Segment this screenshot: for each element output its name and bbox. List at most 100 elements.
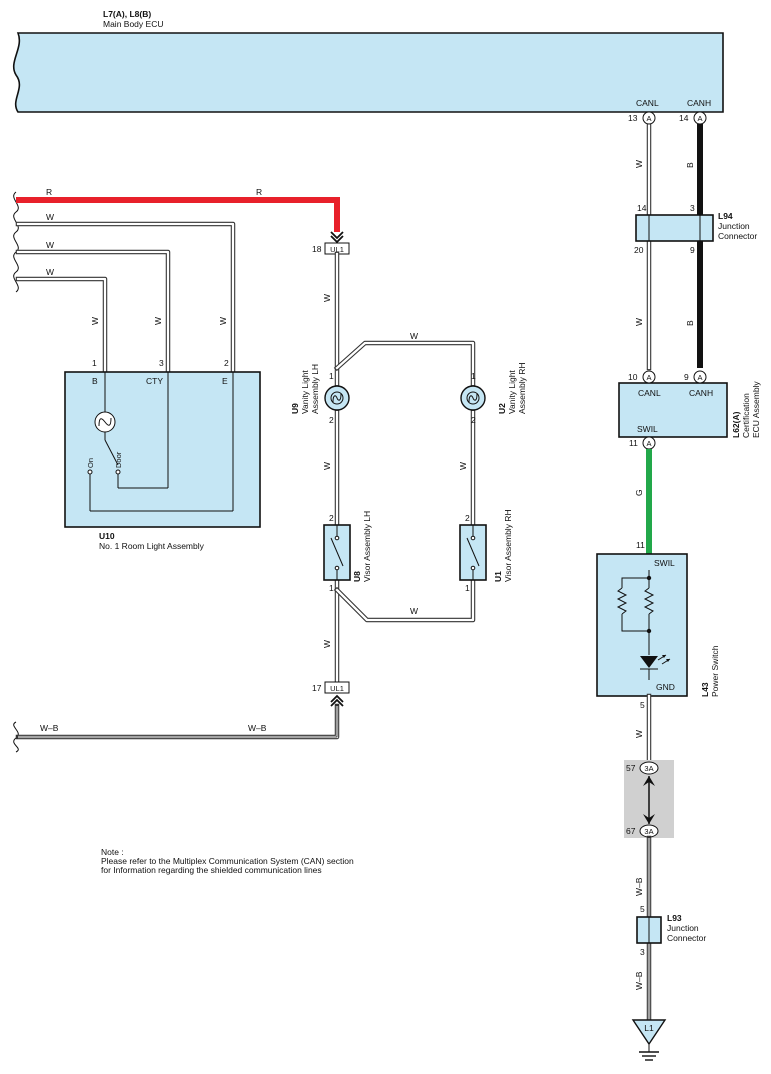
ecu-canh-label: CANH: [687, 98, 711, 108]
u2-vanity-light-rh: 1 2 U2 Vanity Light Assembly RH: [460, 363, 527, 425]
main-body-ecu: L7(A), L8(B) Main Body ECU CANL CANH: [12, 9, 724, 113]
svg-text:2: 2: [329, 513, 334, 523]
svg-text:Note :: Note :: [101, 847, 124, 857]
svg-text:14: 14: [679, 113, 689, 123]
svg-text:Certification: Certification: [741, 393, 751, 438]
svg-text:2: 2: [471, 415, 476, 425]
ul1-connector-18: UL1 18: [312, 231, 350, 255]
svg-text:5: 5: [640, 904, 645, 914]
wire-label-w: W: [634, 160, 644, 168]
svg-text:13: 13: [628, 113, 638, 123]
svg-text:U1: U1: [493, 571, 503, 582]
svg-text:SWIL: SWIL: [637, 424, 658, 434]
ecu-name: Main Body ECU: [103, 19, 163, 29]
svg-text:W: W: [46, 212, 54, 222]
svg-text:1: 1: [329, 371, 334, 381]
l62-certification-ecu: CANL CANH SWIL A 10 A 9 A 11 L62(A) Cert…: [618, 370, 761, 450]
svg-text:U10: U10: [99, 531, 115, 541]
svg-text:67: 67: [626, 826, 636, 836]
ul1-connector-17: UL1 17: [312, 681, 350, 707]
svg-text:1: 1: [92, 358, 97, 368]
ecu-pin-13: A 13: [628, 111, 656, 125]
svg-text:Please refer to the Multiplex: Please refer to the Multiplex Communicat…: [101, 856, 354, 866]
l93-junction-connector: 5 3 L93 Junction Connector: [636, 904, 706, 957]
svg-text:2: 2: [465, 513, 470, 523]
svg-text:Visor Assembly LH: Visor Assembly LH: [362, 511, 372, 582]
svg-text:Power Switch: Power Switch: [710, 645, 720, 697]
svg-text:Connector: Connector: [667, 933, 706, 943]
center-wires: [333, 251, 476, 685]
svg-text:A: A: [646, 373, 651, 382]
svg-text:W: W: [458, 462, 468, 470]
svg-text:11: 11: [636, 540, 645, 550]
l94-junction-connector: 14 3 20 9 L94 Junction Connector: [634, 203, 757, 255]
wire-label-wb: W–B: [634, 877, 644, 896]
svg-text:9: 9: [684, 372, 689, 382]
wire-label-w: W: [634, 730, 644, 738]
wire-label-b: B: [685, 162, 695, 168]
wire-wb-left: [15, 703, 340, 740]
svg-text:3: 3: [159, 358, 164, 368]
svg-text:GND: GND: [656, 682, 675, 692]
svg-text:1: 1: [329, 583, 334, 593]
wire-label-w: W: [634, 318, 644, 326]
svg-text:W: W: [410, 331, 418, 341]
svg-text:L1: L1: [644, 1023, 654, 1033]
l94-id: L94: [718, 211, 733, 221]
svg-text:UL1: UL1: [330, 684, 344, 693]
svg-text:3A: 3A: [644, 827, 653, 836]
svg-text:A: A: [697, 373, 702, 382]
svg-text:W: W: [46, 267, 54, 277]
svg-text:5: 5: [640, 700, 645, 710]
svg-text:1: 1: [471, 371, 476, 381]
shield-connector: 3A 57 3A 67: [624, 760, 674, 838]
break-lines: [13, 191, 19, 753]
svg-text:On: On: [86, 458, 95, 468]
svg-text:Assembly LH: Assembly LH: [310, 364, 320, 414]
svg-text:2: 2: [224, 358, 229, 368]
svg-text:Vanity Light: Vanity Light: [507, 370, 517, 414]
svg-text:1: 1: [465, 583, 470, 593]
svg-text:Junction: Junction: [667, 923, 699, 933]
svg-text:9: 9: [690, 245, 695, 255]
svg-text:E: E: [222, 376, 228, 386]
svg-text:10: 10: [628, 372, 638, 382]
ecu-pin-14: A 14: [679, 111, 707, 125]
svg-text:No. 1 Room Light Assembly: No. 1 Room Light Assembly: [99, 541, 205, 551]
svg-text:UL1: UL1: [330, 245, 344, 254]
svg-text:Junction: Junction: [718, 221, 750, 231]
svg-text:W: W: [90, 317, 100, 325]
svg-text:W–B: W–B: [40, 723, 59, 733]
svg-text:Connector: Connector: [718, 231, 757, 241]
svg-text:W: W: [410, 606, 418, 616]
u9-vanity-light-lh: 1 2 U9 Vanity Light Assembly LH: [290, 364, 350, 425]
svg-text:3A: 3A: [644, 764, 653, 773]
svg-text:3: 3: [690, 203, 695, 213]
svg-text:18: 18: [312, 244, 322, 254]
svg-text:L43: L43: [700, 682, 710, 697]
svg-text:L62(A): L62(A): [731, 411, 741, 438]
wire-label-g: G: [634, 489, 644, 496]
u1-visor-assembly-rh: 2 1 U1 Visor Assembly RH: [459, 509, 513, 593]
svg-text:CANH: CANH: [689, 388, 713, 398]
svg-text:U2: U2: [497, 403, 507, 414]
svg-text:SWIL: SWIL: [654, 558, 675, 568]
wires-to-u10: [15, 221, 236, 375]
l62-pin-10: A 10: [628, 370, 656, 384]
svg-text:U9: U9: [290, 403, 300, 414]
note: Note : Please refer to the Multiplex Com…: [101, 847, 354, 875]
svg-text:W: W: [322, 462, 332, 470]
svg-text:R: R: [256, 187, 262, 197]
svg-text:Assembly RH: Assembly RH: [517, 363, 527, 414]
svg-text:A: A: [646, 439, 651, 448]
svg-text:W: W: [46, 240, 54, 250]
svg-text:W–B: W–B: [248, 723, 267, 733]
wire-label-b: B: [685, 320, 695, 326]
svg-text:Visor Assembly RH: Visor Assembly RH: [503, 509, 513, 582]
svg-text:57: 57: [626, 763, 636, 773]
svg-text:R: R: [46, 187, 52, 197]
svg-text:W: W: [322, 294, 332, 302]
svg-text:W: W: [153, 317, 163, 325]
l62-pin-11: A 11: [629, 436, 656, 450]
svg-text:Door: Door: [114, 451, 123, 468]
